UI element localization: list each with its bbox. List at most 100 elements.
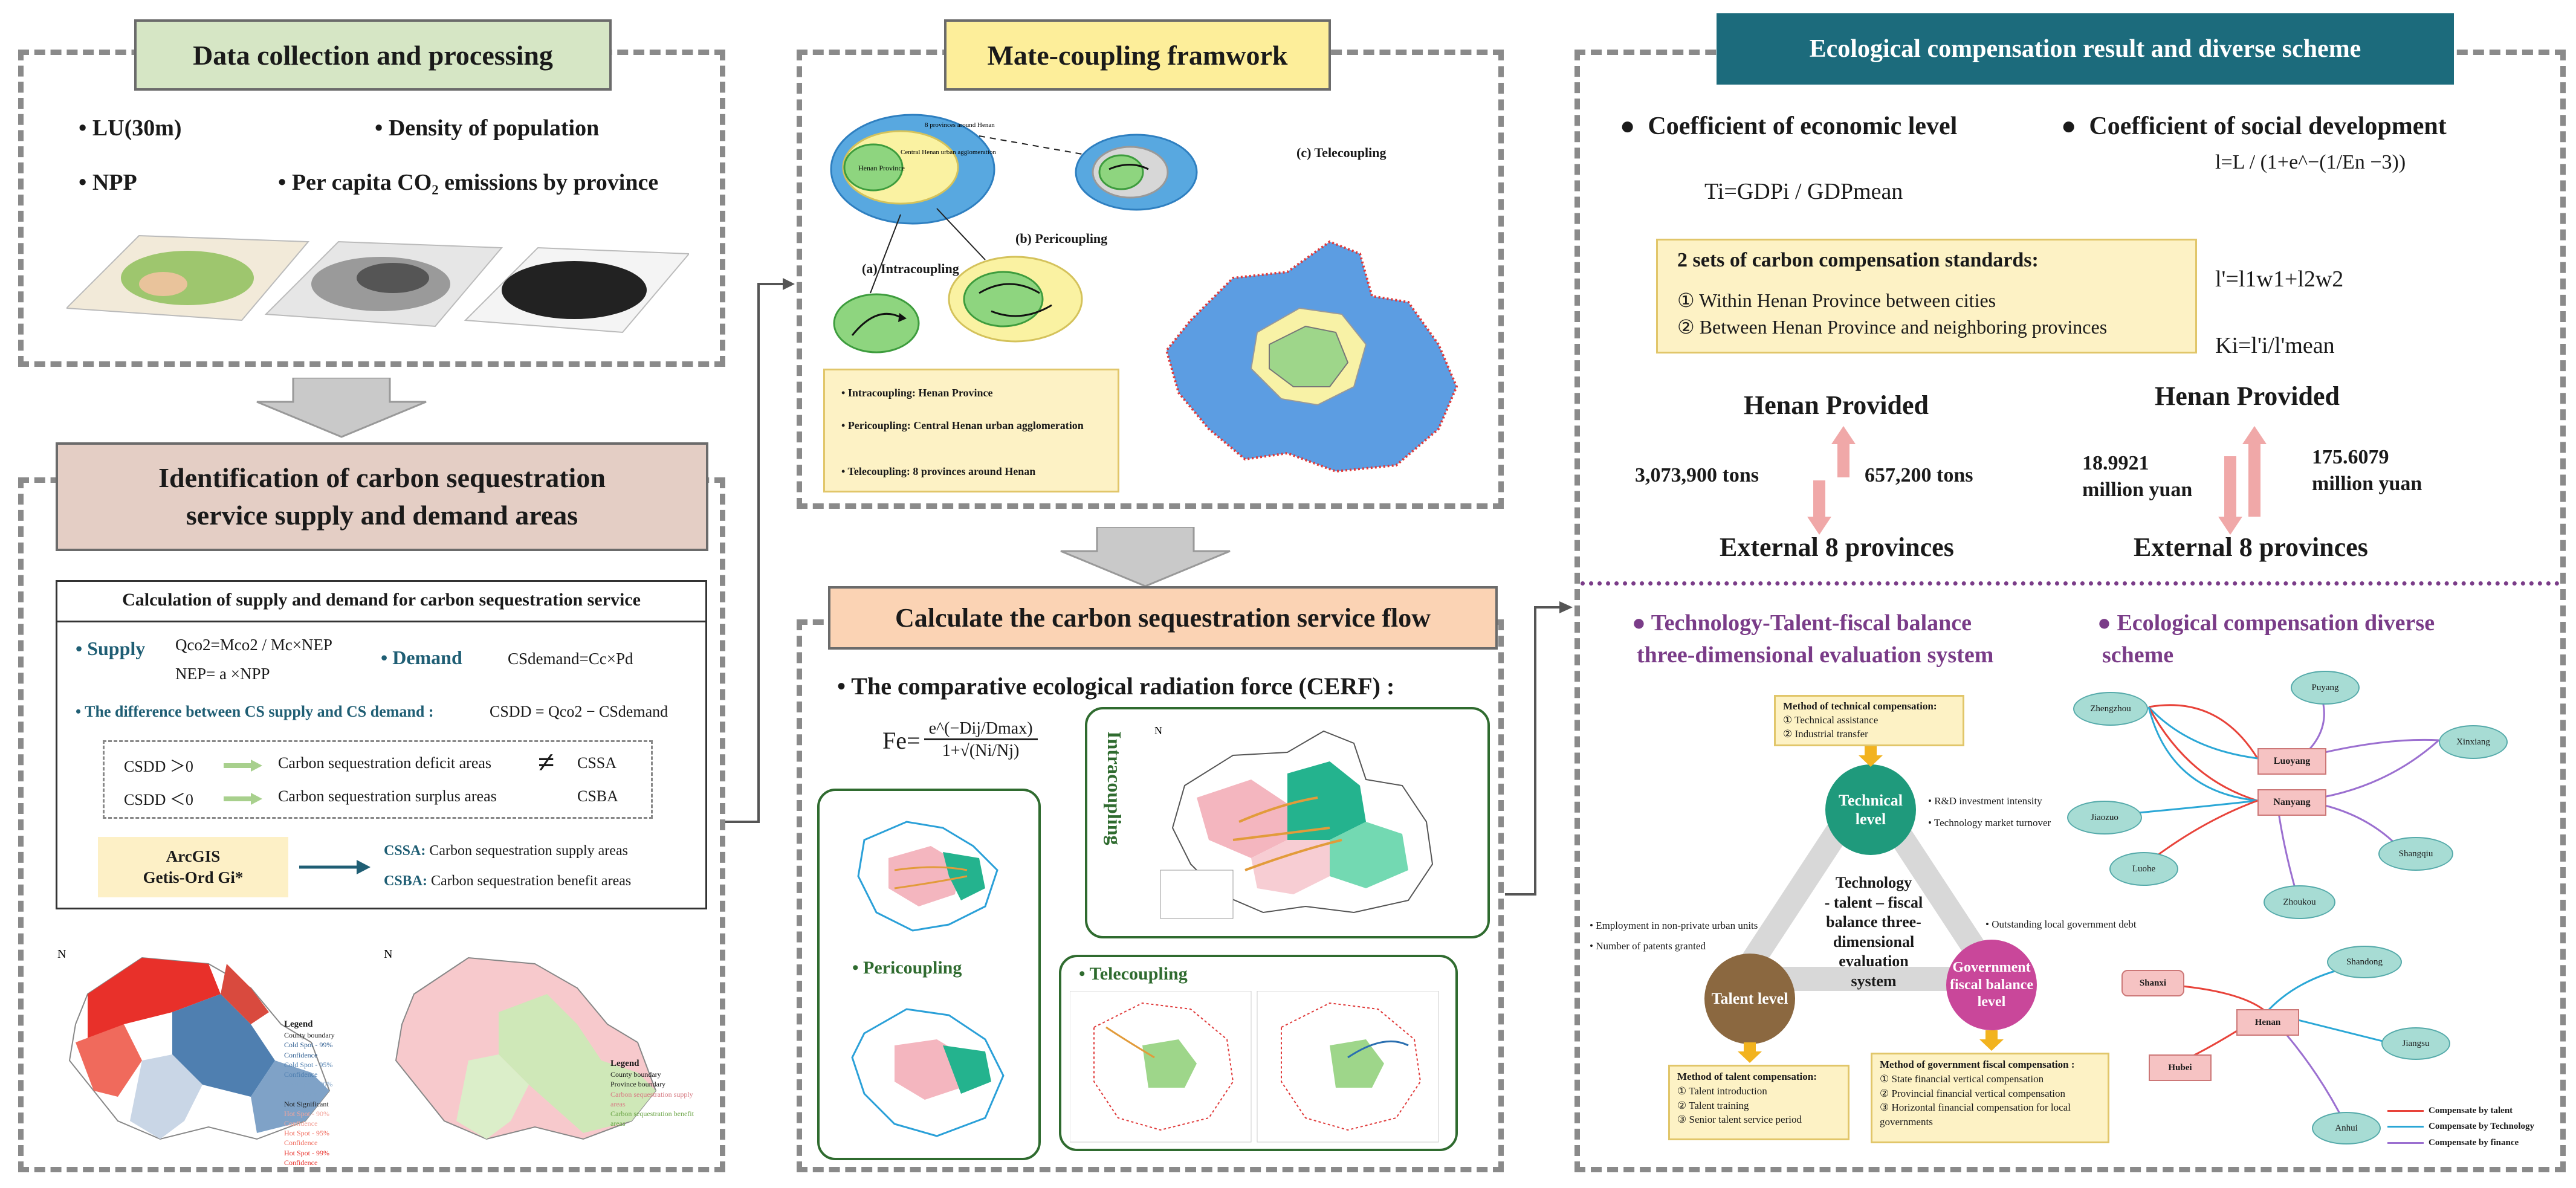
- hotspot-map-image: N: [57, 947, 331, 1140]
- csdd-positive: CSDD ＞0: [124, 758, 193, 775]
- tech-comp-box: [1774, 695, 1964, 746]
- gov-comp-box: [1871, 1053, 2109, 1143]
- standard-1: ① Within Henan Province between cities: [1677, 289, 1996, 311]
- service-flow-title: Calculate the carbon sequestration servi…: [828, 586, 1498, 650]
- telecoupling-title: • Telecoupling: [1079, 964, 1188, 984]
- standard-2: ② Between Henan Province and neighboring…: [1677, 316, 2108, 338]
- tons-left: 3,073,900 tons: [1635, 464, 1759, 486]
- surplus-label: Carbon sequestration surplus areas: [278, 787, 497, 805]
- hotspot-legend: Legend County boundary Cold Spot - 99% C…: [284, 1019, 335, 1167]
- arrow-down-icon: [1738, 1042, 1762, 1063]
- cssa-definition: CSSA: Carbon sequestration supply areas: [384, 843, 628, 859]
- gov-indicators: • Outstanding local government debt: [1985, 918, 2137, 930]
- section-divider: [1581, 581, 2560, 586]
- city-node-zhoukou: Zhoukou: [2264, 885, 2335, 919]
- pericoupling-map-top-image: [857, 821, 998, 932]
- arrow-down-icon: [1859, 746, 1883, 767]
- coef-economic-label: ● Coefficient of economic level: [1620, 112, 1958, 140]
- province-node-jiangsu: Jiangsu: [2381, 1027, 2450, 1060]
- talent-comp-box: [1668, 1065, 1849, 1140]
- talent-level-node: Talent level: [1704, 954, 1795, 1044]
- note-telecoupling: • Telecoupling: 8 provinces around Henan: [841, 465, 1036, 477]
- flow-arrows-icon: [2218, 426, 2267, 535]
- ti-formula: Ti=GDPi / GDPmean: [1704, 179, 1903, 204]
- csba-label: CSBA: [577, 787, 618, 805]
- k-formula: Ki=l'i/l'mean: [2215, 333, 2335, 358]
- province-node-shandong: Shandong: [2327, 946, 2402, 978]
- demand-formula: CSdemand=Cc×Pd: [508, 650, 633, 668]
- difference-label: • The difference between CS supply and C…: [76, 703, 434, 720]
- mate-coupling-title: Mate-coupling framwork: [944, 19, 1331, 91]
- henan-province-label: Henan Province: [858, 164, 905, 172]
- supply-benefit-legend: Legend County boundary Province boundary…: [610, 1059, 694, 1128]
- down-arrow-icon: [1060, 527, 1231, 587]
- connector-arrow: [725, 278, 795, 823]
- province-node-anhui: Anhui: [2312, 1112, 2381, 1144]
- city-node-luohe: Luohe: [2109, 852, 2178, 886]
- data-item-population: • Density of population: [375, 115, 600, 141]
- flow-arrows-icon: [1807, 426, 1856, 535]
- supply-label: • Supply: [76, 638, 146, 659]
- coupling-note-box: [823, 369, 1119, 492]
- cerf-numerator: e^(−Dij/Dmax): [924, 719, 1038, 740]
- telecoupling-label: (c) Telecoupling: [1296, 145, 1387, 160]
- city-node-zhengzhou: Zhengzhou: [2073, 692, 2148, 726]
- data-item-npp: • NPP: [79, 170, 137, 195]
- arrow-down-icon: [1979, 1030, 2004, 1051]
- henan-coupling-map-image: [1165, 240, 1458, 473]
- supply-formula-2: NEP= a ×NPP: [175, 665, 270, 683]
- csba-definition: CSBA: Carbon sequestration benefit areas: [384, 873, 632, 889]
- province-node-shanxi: Shanxi: [2121, 970, 2184, 996]
- calculation-box: [56, 580, 707, 909]
- external-right: External 8 provinces: [2134, 532, 2368, 562]
- city-node-nanyang: Nanyang: [2257, 789, 2326, 816]
- arrow-right-icon: [299, 860, 371, 874]
- intracoupling-title: Intracoupling: [1104, 731, 1125, 845]
- city-node-luoyang: Luoyang: [2257, 748, 2326, 775]
- province-node-hubei: Hubei: [2149, 1054, 2212, 1081]
- pericoupling-title: • Pericoupling: [852, 958, 962, 978]
- arrow-right-icon: [224, 793, 262, 805]
- gov-comp-text: Method of government fiscal compensation…: [1880, 1059, 2075, 1128]
- svg-text:N: N: [384, 947, 392, 961]
- supply-formula-1: Qco2=Mco2 / Mc×NEP: [175, 636, 332, 654]
- evaluation-triangle-diagram: [1729, 773, 2007, 991]
- raster-layers-image: [66, 234, 689, 334]
- coef-social-label: ● Coefficient of social development: [2061, 112, 2447, 140]
- tons-right: 657,200 tons: [1865, 464, 1973, 486]
- pericoupling-label: (b) Pericoupling: [1015, 231, 1108, 246]
- standards-box: [1656, 239, 2197, 353]
- cerf-label: • The comparative ecological radiation f…: [837, 673, 1395, 700]
- demand-label: • Demand: [381, 647, 462, 668]
- svg-text:N: N: [57, 947, 66, 961]
- svg-text:N: N: [1154, 725, 1162, 737]
- network-legend: Compensate by talent Compensate by Techn…: [2387, 1103, 2534, 1151]
- cerf-denominator: 1+√(Ni/Nj): [942, 741, 1020, 760]
- coupling-diagram-image: Henan Province Central Henan urban agglo…: [830, 114, 1198, 353]
- cerf-formula: Fe= e^(−Dij/Dmax) 1+√(Ni/Nj): [882, 719, 1038, 762]
- tech-indicators: • R&D investment intensity• Technology m…: [1928, 795, 2051, 828]
- note-intracoupling: • Intracoupling: Henan Province: [841, 387, 993, 399]
- intracoupling-map-image: N: [1154, 725, 1434, 919]
- arrow-right-icon: [224, 760, 262, 772]
- calculation-title: Calculation of supply and demand for car…: [56, 580, 707, 622]
- henan-provided-left: Henan Provided: [1744, 390, 1929, 420]
- lprime-formula: l'=l1w1+l2w2: [2215, 266, 2344, 292]
- note-pericoupling: • Pericoupling: Central Henan urban aggl…: [841, 419, 1084, 431]
- henan-provided-right: Henan Provided: [2155, 381, 2340, 411]
- identification-title: Identification of carbon sequestration s…: [56, 442, 708, 551]
- data-item-lu: • LU(30m): [79, 115, 182, 141]
- city-node-shangqiu: Shangqiu: [2378, 837, 2453, 871]
- city-node-jiaozuo: Jiaozuo: [2067, 801, 2142, 835]
- talent-indicators: • Employment in non-private urban units•…: [1590, 920, 1758, 952]
- telecoupling-map-image: [1070, 991, 1439, 1143]
- supply-benefit-map-image: N: [384, 947, 657, 1140]
- standards-title: 2 sets of carbon compensation standards:: [1677, 249, 2039, 271]
